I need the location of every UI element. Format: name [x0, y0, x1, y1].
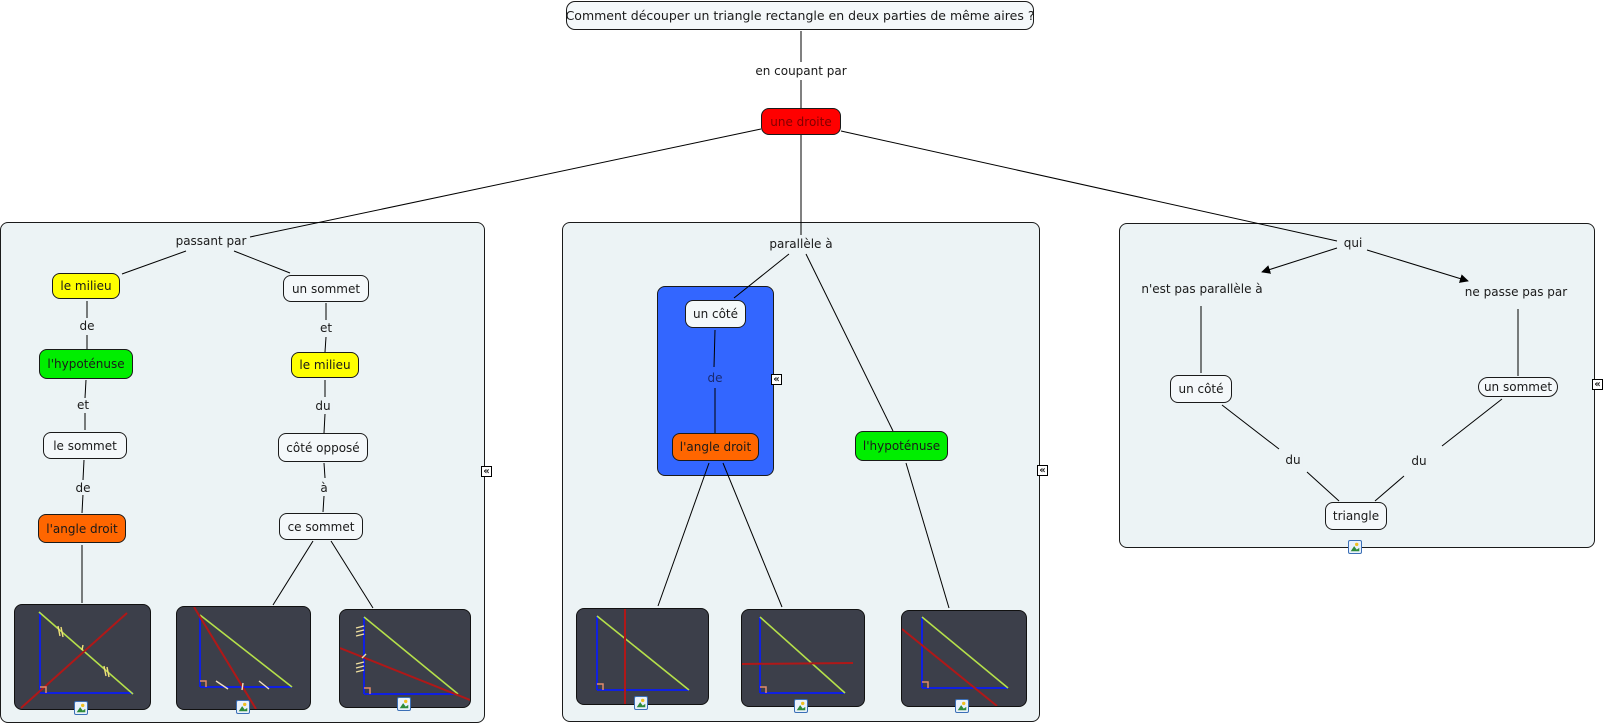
- image-icon[interactable]: [1348, 540, 1362, 554]
- image-icon[interactable]: [236, 700, 250, 714]
- concept-le-milieu[interactable]: le milieu: [52, 273, 120, 299]
- concept-ce-sommet[interactable]: ce sommet: [279, 513, 363, 540]
- link-de-2[interactable]: de: [73, 481, 93, 495]
- concept-angle-droit-2[interactable]: l'angle droit: [672, 433, 759, 461]
- figure-median-hypotenuse: [14, 604, 151, 710]
- triangle-figure: [340, 616, 470, 701]
- concept-hypotenuse[interactable]: l'hypoténuse: [39, 349, 133, 379]
- link-ne-passe-pas-par[interactable]: ne passe pas par: [1462, 285, 1570, 299]
- link-du-3[interactable]: du: [1409, 454, 1429, 468]
- link-du-2[interactable]: du: [1283, 453, 1303, 467]
- line-droite-to-passant: [249, 128, 762, 238]
- figure-vertex-mid-opposite-1: [176, 606, 311, 710]
- triangle-figure: [902, 616, 1009, 706]
- image-icon[interactable]: [955, 699, 969, 713]
- figure-parallel-hypotenuse: [901, 610, 1027, 707]
- image-icon[interactable]: [634, 696, 648, 710]
- concept-une-droite[interactable]: une droite: [761, 108, 841, 135]
- image-icon[interactable]: [397, 697, 411, 711]
- collapse-icon[interactable]: «: [1592, 379, 1603, 390]
- concept-un-cote-3[interactable]: un côté: [1170, 375, 1232, 403]
- triangle-figure: [596, 609, 690, 704]
- link-parallele-a[interactable]: parallèle à: [767, 237, 835, 251]
- link-nest-pas-parallele-a[interactable]: n'est pas parallèle à: [1139, 282, 1265, 296]
- triangle-figure: [742, 616, 854, 694]
- link-et[interactable]: et: [74, 398, 92, 412]
- root-question-node[interactable]: Comment découper un triangle rectangle e…: [566, 1, 1034, 30]
- figure-parallel-horizontal: [741, 609, 865, 707]
- figure-parallel-vertical: [576, 608, 709, 705]
- link-de-3[interactable]: de: [705, 371, 725, 385]
- collapse-icon[interactable]: «: [771, 374, 782, 385]
- link-qui[interactable]: qui: [1341, 236, 1365, 250]
- concept-un-sommet[interactable]: un sommet: [283, 275, 369, 302]
- collapse-icon[interactable]: «: [1037, 465, 1048, 476]
- link-du[interactable]: du: [313, 399, 333, 413]
- concept-un-cote[interactable]: un côté: [685, 300, 746, 328]
- concept-triangle[interactable]: triangle: [1325, 502, 1387, 530]
- image-icon[interactable]: [74, 701, 88, 715]
- concept-le-milieu-2[interactable]: le milieu: [291, 352, 359, 378]
- concept-le-sommet[interactable]: le sommet: [43, 432, 127, 459]
- link-a[interactable]: à: [318, 481, 330, 495]
- triangle-figure: [193, 607, 293, 709]
- link-et-2[interactable]: et: [317, 321, 335, 335]
- concept-cote-oppose[interactable]: côté opposé: [278, 433, 368, 462]
- image-icon[interactable]: [794, 699, 808, 713]
- link-de[interactable]: de: [77, 319, 97, 333]
- link-passant-par[interactable]: passant par: [173, 234, 249, 248]
- figure-vertex-mid-opposite-2: [339, 609, 471, 708]
- triangle-figure: [20, 611, 134, 709]
- collapse-icon[interactable]: «: [481, 466, 492, 477]
- concept-angle-droit[interactable]: l'angle droit: [38, 514, 126, 543]
- link-en-coupant-par[interactable]: en coupant par: [753, 64, 849, 78]
- concept-hypotenuse-2[interactable]: l'hypoténuse: [855, 431, 948, 461]
- concept-un-sommet-3[interactable]: un sommet: [1478, 377, 1558, 397]
